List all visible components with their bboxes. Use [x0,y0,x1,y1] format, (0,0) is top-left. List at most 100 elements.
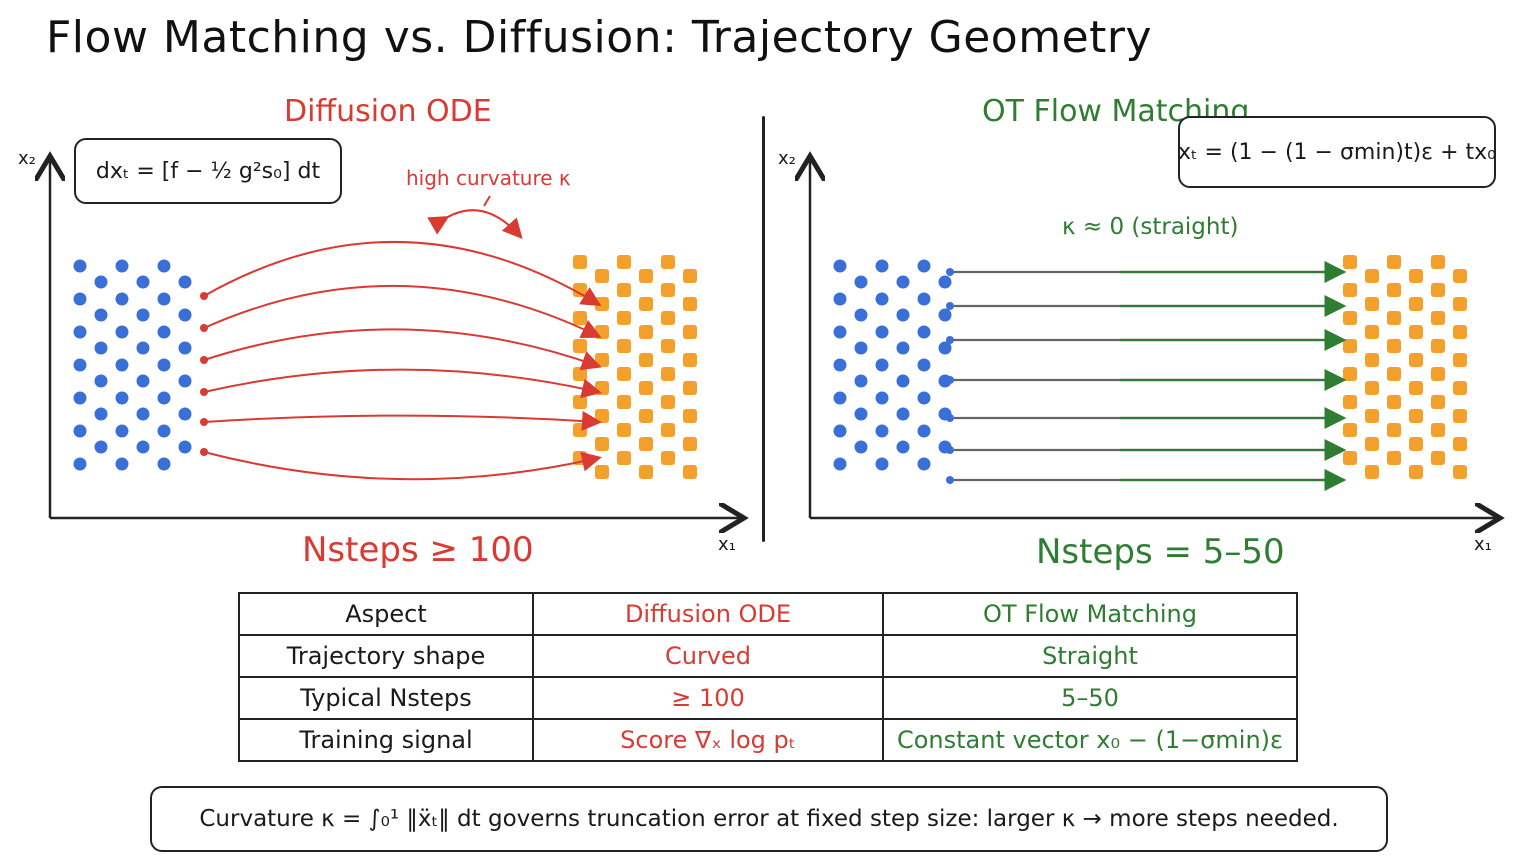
noise-point [917,457,931,471]
noise-point [157,259,171,273]
data-point [617,311,631,325]
noise-point [94,275,108,289]
noise-point [94,440,108,454]
trajectory-start [946,336,954,344]
data-point [1409,437,1423,451]
noise-point [178,374,192,388]
noise-point [157,358,171,372]
noise-point [157,391,171,405]
data-point [595,465,609,479]
trajectory-start [200,448,208,456]
data-point [683,297,697,311]
table-cell: ≥ 100 [532,676,884,720]
noise-point [854,374,868,388]
noise-point [136,440,150,454]
data-point [683,325,697,339]
noise-point [917,292,931,306]
noise-point [917,424,931,438]
data-point [1409,297,1423,311]
noise-point [73,292,87,306]
data-point [1365,409,1379,423]
noise-point [896,308,910,322]
noise-point [73,457,87,471]
data-point [1431,395,1445,409]
data-point [1343,423,1357,437]
left-y-label: x₂ [18,148,36,169]
data-point [573,423,587,437]
noise-point [115,292,129,306]
diffusion-equation: dxₜ = [f − ½ g²s₀] dt [95,158,321,184]
noise-point [94,407,108,421]
noise-point [917,325,931,339]
noise-point [938,341,952,355]
table-cell: Training signal [238,718,534,762]
data-point [1365,381,1379,395]
data-point [639,437,653,451]
curvature-note: high curvature κ [406,166,571,190]
straight-note: κ ≈ 0 (straight) [1062,214,1239,240]
data-point [1453,297,1467,311]
noise-point [833,292,847,306]
trajectory-start [946,268,954,276]
table-cell: Score ∇ₓ log pₜ [532,718,884,762]
noise-point [136,407,150,421]
data-point [1343,367,1357,381]
curved-trajectory [203,240,602,307]
data-point [1387,311,1401,325]
data-point [661,255,675,269]
data-point [683,269,697,283]
data-point [1387,255,1401,269]
table-cell: Straight [882,634,1298,678]
table-header-row: Aspect Diffusion ODE OT Flow Matching [238,592,1298,636]
noise-point [115,325,129,339]
data-point [1431,339,1445,353]
noise-point [73,358,87,372]
data-point [661,395,675,409]
noise-point [833,259,847,273]
noise-point [178,407,192,421]
left-x-label: x₁ [718,534,736,555]
data-point [683,381,697,395]
noise-point [875,424,889,438]
noise-point [136,308,150,322]
data-point [573,339,587,353]
header-diffusion: Diffusion ODE [532,592,884,636]
data-point [661,339,675,353]
data-point [1453,437,1467,451]
noise-point [896,341,910,355]
data-point [1453,269,1467,283]
noise-point [917,259,931,273]
noise-point [896,407,910,421]
noise-point [875,259,889,273]
data-point [639,465,653,479]
data-point [617,423,631,437]
noise-point [875,292,889,306]
data-point [617,367,631,381]
data-point [683,437,697,451]
noise-point [833,391,847,405]
data-point [1431,423,1445,437]
noise-point [94,308,108,322]
noise-point [94,374,108,388]
right-y-label: x₂ [778,148,796,169]
data-point [1343,451,1357,465]
data-point [573,311,587,325]
noise-point [833,424,847,438]
noise-point [157,457,171,471]
data-point [1453,353,1467,367]
data-point [639,269,653,283]
noise-point [833,358,847,372]
data-point [639,353,653,367]
trajectory-start [946,302,954,310]
data-point [1387,339,1401,353]
data-point [617,255,631,269]
noise-point [178,440,192,454]
noise-point [115,358,129,372]
noise-point [136,374,150,388]
noise-point [115,457,129,471]
noise-point [896,374,910,388]
noise-point [875,457,889,471]
data-point [1343,283,1357,297]
curved-trajectory [203,451,602,481]
noise-point [157,424,171,438]
